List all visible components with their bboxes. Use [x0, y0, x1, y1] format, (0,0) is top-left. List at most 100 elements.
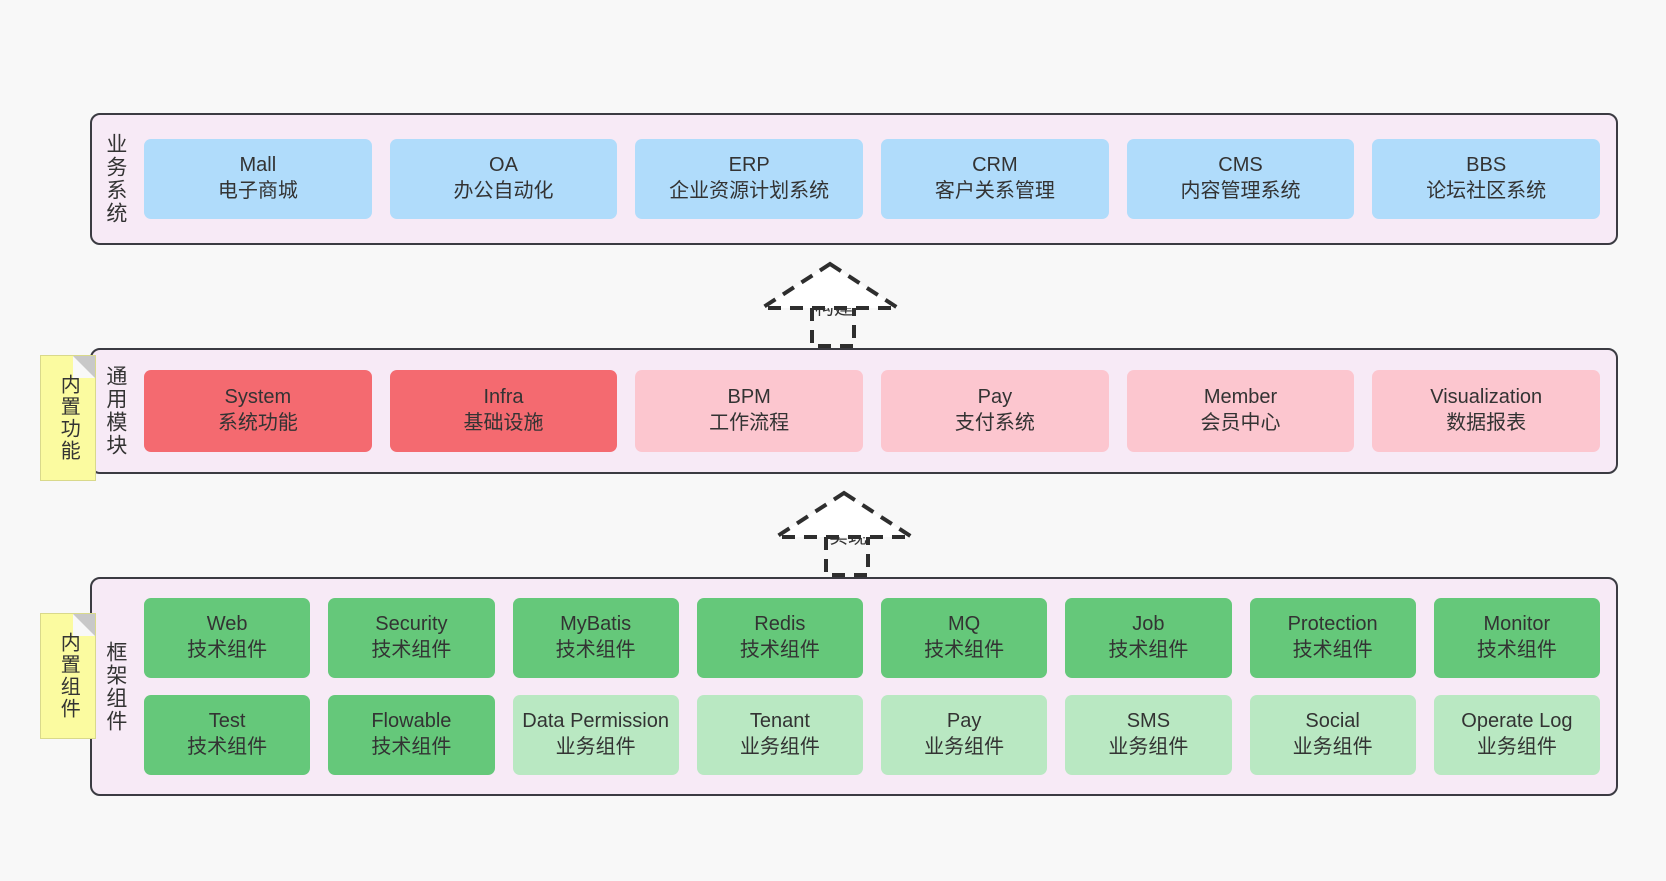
box-title: Social: [1305, 710, 1360, 733]
box-subtitle: 技术组件: [187, 639, 268, 661]
box-title: Security: [375, 613, 448, 636]
layer-title-business: 业务系统: [103, 133, 127, 225]
box-subtitle: 技术组件: [924, 639, 1005, 661]
framework-box-redis[interactable]: Redis 技术组件: [696, 598, 863, 678]
box-title: Infra: [483, 386, 524, 409]
box-title: Web: [206, 613, 248, 636]
box-title: Operate Log: [1461, 710, 1573, 733]
box-subtitle: 业务组件: [1476, 736, 1557, 758]
business-row: Mall 电子商城 OA 办公自动化 ERP 企业资源计划系统 CRM 客户关系…: [144, 139, 1601, 219]
framework-box-sms[interactable]: SMS 业务组件: [1065, 695, 1232, 775]
box-subtitle: 技术组件: [371, 736, 452, 758]
framework-box-monitor[interactable]: Monitor 技术组件: [1433, 598, 1600, 678]
business-box-crm[interactable]: CRM 客户关系管理: [881, 139, 1109, 219]
box-subtitle: 技术组件: [739, 639, 820, 661]
box-title: ERP: [728, 154, 770, 177]
note-builtin-components: 内置组件: [40, 613, 96, 739]
box-title: BBS: [1466, 154, 1507, 177]
layer-common-modules: 通用模块 System 系统功能 Infra 基础设施 BPM 工作流程 Pay…: [90, 348, 1618, 474]
layer-body-business: Mall 电子商城 OA 办公自动化 ERP 企业资源计划系统 CRM 客户关系…: [138, 115, 1616, 243]
framework-box-mybatis[interactable]: MyBatis 技术组件: [512, 598, 679, 678]
box-subtitle: 数据报表: [1446, 412, 1527, 434]
connector-implement: [769, 487, 919, 579]
box-title: MyBatis: [560, 613, 632, 636]
box-title: SMS: [1126, 710, 1171, 733]
framework-box-web[interactable]: Web 技术组件: [144, 598, 311, 678]
box-title: CRM: [972, 154, 1018, 177]
layer-title-modules: 通用模块: [103, 365, 127, 457]
framework-box-security[interactable]: Security 技术组件: [328, 598, 495, 678]
box-title: Protection: [1287, 613, 1378, 636]
box-title: OA: [489, 154, 518, 177]
layer-title-framework: 框架组件: [103, 640, 127, 733]
box-subtitle: 业务组件: [1108, 736, 1189, 758]
framework-box-job[interactable]: Job 技术组件: [1065, 598, 1232, 678]
business-box-cms[interactable]: CMS 内容管理系统: [1126, 139, 1355, 219]
module-box-bpm[interactable]: BPM 工作流程: [635, 370, 864, 452]
framework-box-pay[interactable]: Pay 业务组件: [881, 695, 1048, 775]
business-box-erp[interactable]: ERP 企业资源计划系统: [635, 139, 864, 219]
business-box-bbs[interactable]: BBS 论坛社区系统: [1372, 139, 1601, 219]
box-subtitle: 业务组件: [924, 736, 1005, 758]
build-arrow-icon: [755, 261, 905, 348]
connector-build: [755, 258, 905, 350]
box-subtitle: 工作流程: [709, 412, 790, 434]
box-subtitle: 客户关系管理: [934, 180, 1055, 202]
box-subtitle: 系统功能: [217, 412, 298, 434]
framework-box-protection[interactable]: Protection 技术组件: [1249, 598, 1416, 678]
framework-box-tenant[interactable]: Tenant 业务组件: [696, 695, 863, 775]
box-title: BPM: [727, 386, 771, 409]
layer-framework-components: 框架组件 Web 技术组件 Security 技术组件 MyBatis 技术组件…: [90, 577, 1618, 796]
box-subtitle: 业务组件: [1292, 736, 1373, 758]
box-title: Job: [1132, 613, 1165, 636]
box-subtitle: 办公自动化: [453, 180, 554, 202]
box-subtitle: 技术组件: [1292, 639, 1373, 661]
box-subtitle: 内容管理系统: [1180, 180, 1301, 202]
box-title: MQ: [948, 613, 981, 636]
framework-box-flowable[interactable]: Flowable 技术组件: [328, 695, 495, 775]
framework-box-data-permission[interactable]: Data Permission 业务组件: [512, 695, 679, 775]
box-title: Test: [208, 710, 246, 733]
box-subtitle: 支付系统: [954, 412, 1035, 434]
business-box-mall[interactable]: Mall 电子商城: [144, 139, 372, 219]
box-title: Member: [1203, 386, 1278, 409]
box-title: Tenant: [749, 710, 810, 733]
business-box-oa[interactable]: OA 办公自动化: [389, 139, 618, 219]
box-title: System: [224, 386, 292, 409]
module-box-visualization[interactable]: Visualization 数据报表: [1372, 370, 1601, 452]
framework-row-2: Test 技术组件 Flowable 技术组件 Data Permission …: [144, 695, 1600, 775]
box-subtitle: 技术组件: [1476, 639, 1557, 661]
layer-business-systems: 业务系统 Mall 电子商城 OA 办公自动化 ERP 企业资源计划系统 CRM…: [90, 113, 1618, 245]
box-subtitle: 会员中心: [1200, 412, 1281, 434]
box-subtitle: 技术组件: [555, 639, 636, 661]
box-subtitle: 企业资源计划系统: [669, 180, 830, 202]
box-title: Visualization: [1430, 386, 1543, 409]
box-subtitle: 论坛社区系统: [1426, 180, 1547, 202]
box-title: Monitor: [1483, 613, 1551, 636]
module-box-member[interactable]: Member 会员中心: [1126, 370, 1355, 452]
module-box-infra[interactable]: Infra 基础设施: [389, 370, 618, 452]
box-title: Redis: [754, 613, 806, 636]
box-subtitle: 技术组件: [371, 639, 452, 661]
framework-row-1: Web 技术组件 Security 技术组件 MyBatis 技术组件 Redi…: [144, 598, 1600, 678]
layer-body-framework: Web 技术组件 Security 技术组件 MyBatis 技术组件 Redi…: [138, 579, 1616, 794]
box-subtitle: 业务组件: [555, 736, 636, 758]
module-box-pay[interactable]: Pay 支付系统: [881, 370, 1109, 452]
framework-box-test[interactable]: Test 技术组件: [144, 695, 311, 775]
box-subtitle: 技术组件: [1108, 639, 1189, 661]
note-text: 内置功能: [57, 374, 80, 462]
framework-box-mq[interactable]: MQ 技术组件: [881, 598, 1048, 678]
module-box-system[interactable]: System 系统功能: [144, 370, 372, 452]
framework-box-operate-log[interactable]: Operate Log 业务组件: [1433, 695, 1600, 775]
box-title: Mall: [239, 154, 277, 177]
note-builtin-functions: 内置功能: [40, 355, 96, 481]
box-title: CMS: [1218, 154, 1263, 177]
framework-box-social[interactable]: Social 业务组件: [1249, 695, 1416, 775]
box-title: Pay: [977, 386, 1013, 409]
box-subtitle: 业务组件: [739, 736, 820, 758]
box-subtitle: 基础设施: [463, 412, 544, 434]
note-text: 内置组件: [57, 632, 80, 720]
box-title: Pay: [946, 710, 982, 733]
box-subtitle: 技术组件: [187, 736, 268, 758]
